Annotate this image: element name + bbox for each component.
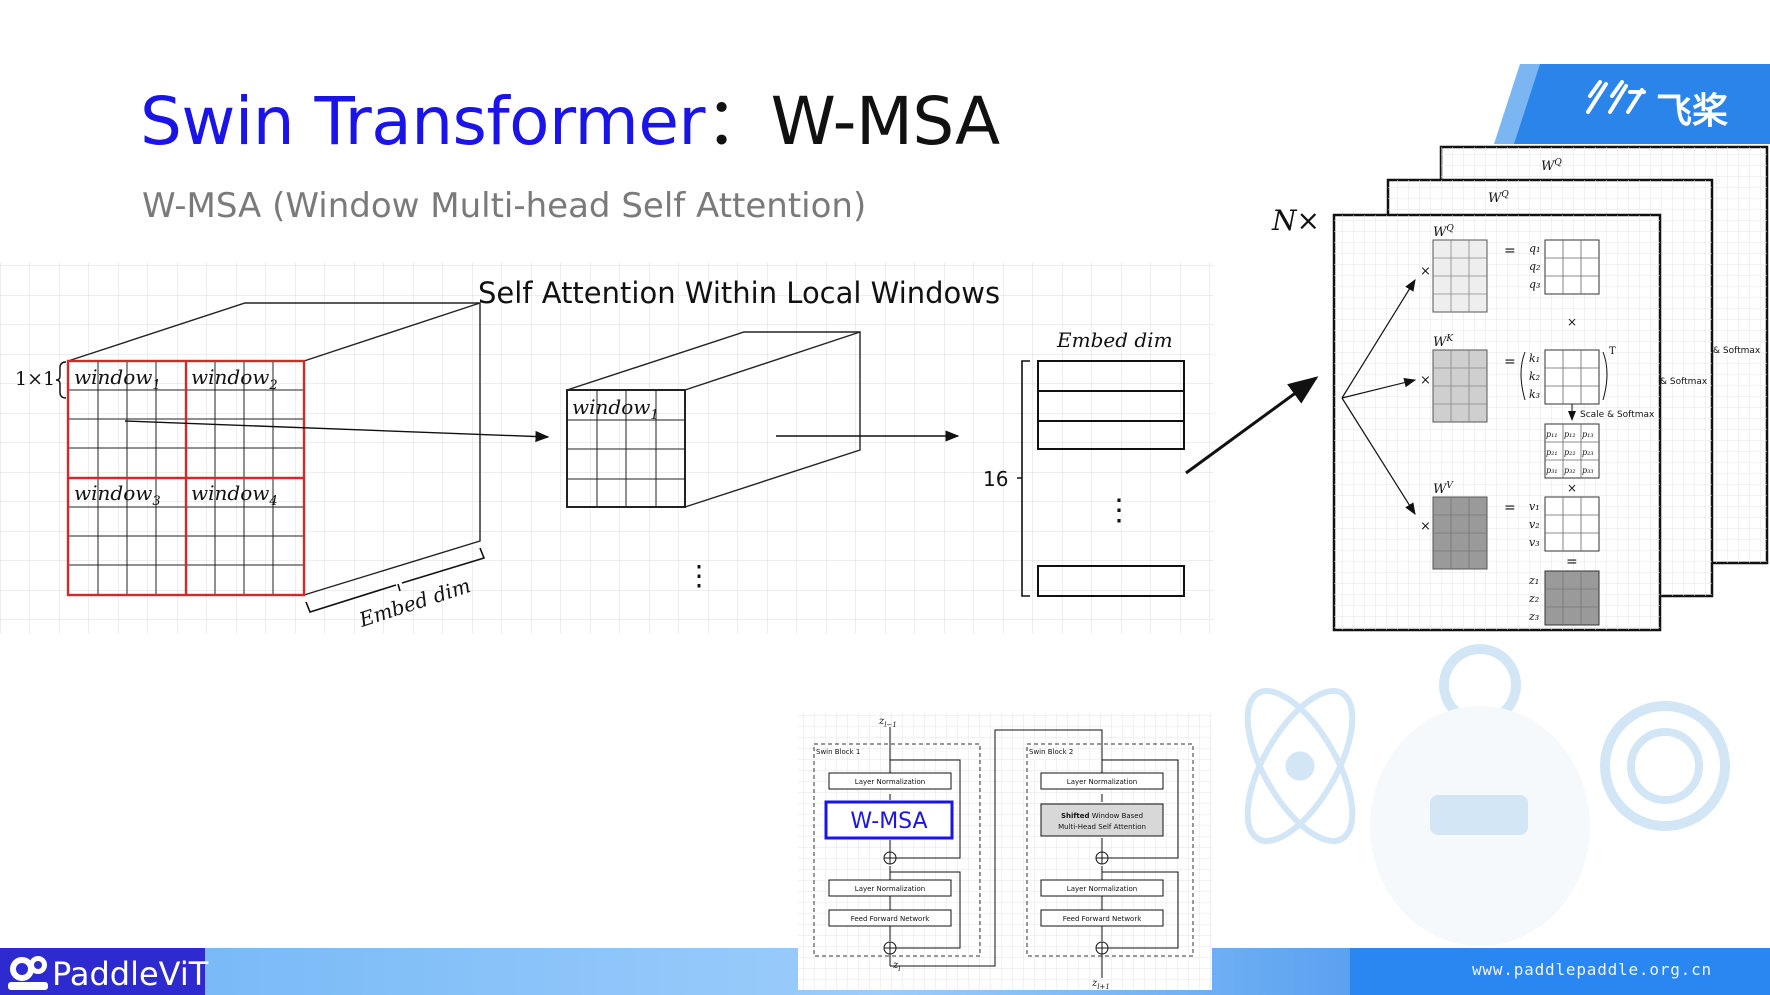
svg-text:×: ×: [1567, 481, 1577, 495]
brand-label: 飞桨: [1656, 91, 1729, 132]
svg-text:p₃₃: p₃₃: [1582, 466, 1594, 475]
svg-text:k₂: k₂: [1529, 370, 1540, 383]
swin-block-diagram: Swin Block 1 Swin Block 2 zl−1 Layer Nor…: [798, 713, 1212, 991]
single-window-label: window1: [572, 395, 659, 423]
svg-text:v₂: v₂: [1529, 518, 1540, 531]
svg-text:Swin Block 1: Swin Block 1: [816, 748, 860, 756]
svg-text:WQ: WQ: [1433, 224, 1454, 240]
svg-text:p₁₂: p₁₂: [1564, 430, 1576, 439]
svg-text:q₁: q₁: [1529, 242, 1540, 255]
svg-text:q₂: q₂: [1529, 260, 1540, 273]
svg-text:×: ×: [1420, 519, 1431, 534]
svg-text:Layer Normalization: Layer Normalization: [1067, 885, 1137, 893]
title-separator: ：: [705, 83, 771, 160]
svg-text:k₃: k₃: [1529, 388, 1540, 401]
website-url[interactable]: www.paddlepaddle.org.cn: [1472, 960, 1712, 979]
svg-text:v₁: v₁: [1529, 500, 1540, 513]
svg-text:Scale & Softmax: Scale & Softmax: [1580, 410, 1655, 420]
paddlevit-label: PaddleViT: [52, 955, 209, 993]
svg-text:p₃₁: p₃₁: [1546, 466, 1558, 475]
svg-text:Swin Block 2: Swin Block 2: [1029, 748, 1073, 756]
window-label-4: window4: [191, 481, 278, 509]
svg-text:=: =: [1504, 500, 1516, 516]
title-swin: Swin Transformer: [140, 83, 706, 160]
svg-text:=: =: [1504, 243, 1516, 259]
svg-text:×: ×: [1420, 264, 1431, 279]
svg-text:p₃₂: p₃₂: [1564, 466, 1576, 475]
svg-text:& Softmax: & Softmax: [1660, 377, 1708, 387]
arrow-to-window: [124, 420, 550, 443]
svg-text:Layer Normalization: Layer Normalization: [855, 885, 925, 893]
svg-text:×: ×: [1420, 373, 1431, 388]
svg-text:WV: WV: [1433, 481, 1454, 497]
svg-text:& Softmax: & Softmax: [1713, 346, 1761, 356]
token-count: 16: [983, 467, 1008, 491]
vertical-dots-tokens: ⋮: [1104, 493, 1134, 528]
svg-text:q₃: q₃: [1529, 278, 1540, 291]
svg-text:p₂₃: p₂₃: [1582, 448, 1594, 457]
wmsa-highlight: [824, 800, 954, 840]
embed-dim-top-label: Embed dim: [1056, 328, 1173, 352]
attention-card-front: WQ × = q₁ q₂ q₃ × WK × = k₁ k₂ k₃ T Scal…: [1332, 213, 1662, 632]
svg-text:Feed Forward Network: Feed Forward Network: [851, 915, 930, 923]
svg-text:z₂: z₂: [1528, 592, 1539, 605]
svg-text:z₁: z₁: [1528, 574, 1539, 587]
svg-text:WQ: WQ: [1541, 158, 1562, 174]
svg-text:WK: WK: [1433, 334, 1454, 350]
slide-subtitle: W-MSA (Window Multi-head Self Attention): [142, 186, 867, 226]
window-label-2: window2: [191, 365, 278, 393]
window-partition-grid: [66, 359, 306, 597]
brand-banner: [1510, 64, 1770, 144]
svg-text:v₃: v₃: [1529, 536, 1540, 549]
svg-text:Multi-Head Self Attention: Multi-Head Self Attention: [1058, 823, 1146, 831]
diagram-caption: Self Attention Within Local Windows: [478, 276, 1000, 310]
svg-text:T: T: [1609, 346, 1616, 357]
svg-text:zl: zl: [892, 960, 901, 973]
svg-text:Feed Forward Network: Feed Forward Network: [1063, 915, 1142, 923]
svg-text:WQ: WQ: [1488, 190, 1509, 206]
paddle-logo-icon: [1586, 80, 1646, 114]
single-window-block: [566, 331, 861, 508]
svg-text:Layer Normalization: Layer Normalization: [855, 778, 925, 786]
embed-dim-brace-bottom: [305, 547, 486, 613]
paddlevit-robot-icon: [8, 956, 48, 990]
window-label-1: window1: [74, 365, 161, 393]
robot-illustration: [1244, 644, 1730, 946]
arrow-to-attention: [1185, 376, 1319, 475]
svg-text:W-MSA: W-MSA: [850, 809, 927, 834]
svg-text:=: =: [1504, 354, 1516, 370]
svg-text:zl−1: zl−1: [878, 716, 897, 729]
svg-text:×: ×: [1567, 315, 1577, 329]
svg-text:z₃: z₃: [1528, 610, 1539, 623]
one-by-one-brace: [55, 361, 67, 399]
svg-text:p₁₃: p₁₃: [1582, 430, 1594, 439]
svg-text:Layer Normalization: Layer Normalization: [1067, 778, 1137, 786]
svg-text:=: =: [1566, 554, 1578, 570]
svg-text:zl+1: zl+1: [1091, 978, 1110, 991]
slide-title: Swin Transformer：W-MSA: [140, 68, 1000, 164]
token-stack: [1037, 360, 1185, 597]
title-wmsa: W-MSA: [770, 83, 1001, 160]
svg-text:p₂₂: p₂₂: [1564, 448, 1576, 457]
svg-text:p₁₁: p₁₁: [1546, 430, 1558, 439]
svg-text:p₂₁: p₂₁: [1546, 448, 1558, 457]
n-times-label: N×: [1271, 204, 1320, 237]
token-brace: [1017, 360, 1030, 597]
one-by-one-label: 1×1: [15, 368, 55, 390]
svg-text:Shifted Window Based: Shifted Window Based: [1061, 812, 1143, 820]
svg-text:k₁: k₁: [1529, 352, 1540, 365]
window-label-3: window3: [74, 481, 161, 509]
vertical-dots-middle: ⋮: [685, 559, 713, 592]
